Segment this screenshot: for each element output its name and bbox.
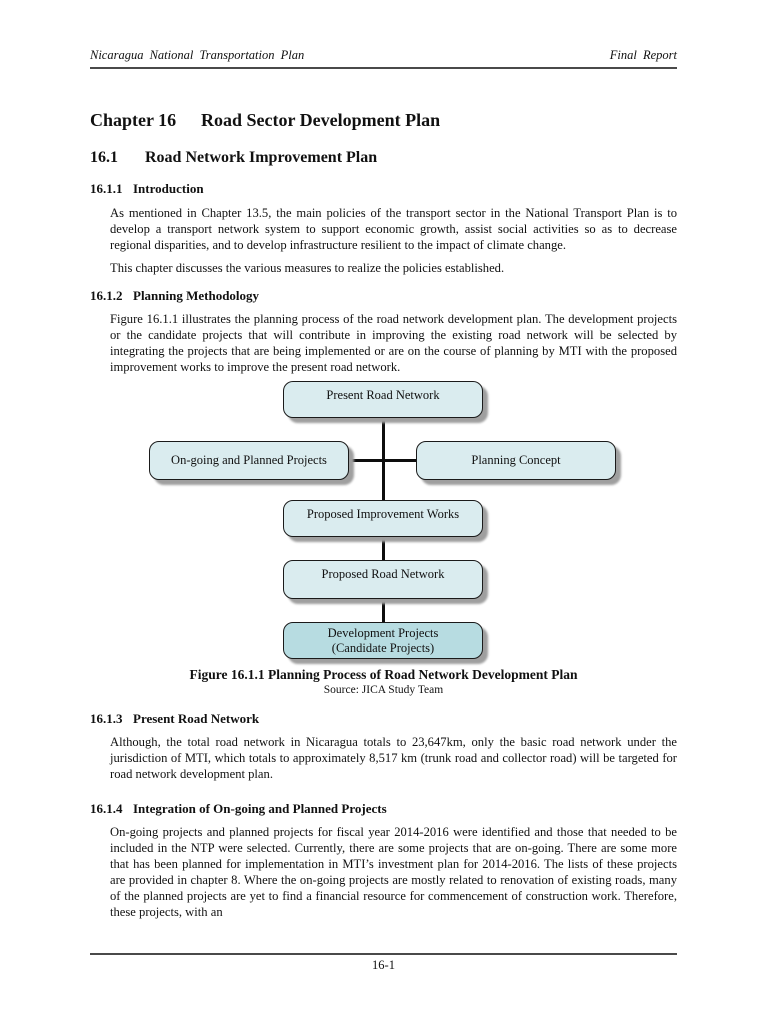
running-header: Nicaragua National Transportation Plan F… bbox=[90, 48, 677, 69]
subsection-title: Present Road Network bbox=[133, 711, 260, 726]
flowchart-node-planning-concept: Planning Concept bbox=[416, 441, 616, 480]
planning-process-flowchart: Present Road Network On-going and Planne… bbox=[90, 379, 677, 660]
subsection-title: Planning Methodology bbox=[133, 288, 260, 303]
connector-line-horizontal bbox=[349, 458, 416, 462]
page-number: 16-1 bbox=[372, 958, 395, 972]
flowchart-node-proposed-improvement-works: Proposed Improvement Works bbox=[283, 500, 483, 537]
header-report-label: Final Report bbox=[609, 48, 677, 62]
flowchart-node-ongoing-planned-projects: On-going and Planned Projects bbox=[149, 441, 349, 480]
node-label: (Candidate Projects) bbox=[331, 640, 435, 655]
node-label: Development Projects bbox=[327, 625, 439, 640]
subsection-number: 16.1.2 bbox=[90, 288, 123, 303]
flowchart-node-proposed-road-network: Proposed Road Network bbox=[283, 560, 483, 599]
connector-line-vertical bbox=[381, 598, 385, 623]
figure-caption: Figure 16.1.1 Planning Process of Road N… bbox=[189, 667, 578, 682]
paragraph: As mentioned in Chapter 13.5, the main p… bbox=[110, 206, 677, 252]
figure-source: Source: JICA Study Team bbox=[323, 684, 444, 696]
subsection-title: Introduction bbox=[133, 181, 204, 196]
node-label: On-going and Planned Projects bbox=[171, 453, 327, 467]
flowchart-node-present-road-network: Present Road Network bbox=[283, 381, 483, 418]
node-label: Proposed Improvement Works bbox=[306, 507, 460, 521]
subsection-number: 16.1.1 bbox=[90, 181, 123, 196]
header-document-title: Nicaragua National Transportation Plan bbox=[90, 48, 305, 62]
flowchart-node-development-projects: Development Projects (Candidate Projects… bbox=[283, 622, 483, 659]
node-label: Present Road Network bbox=[326, 388, 440, 402]
section-number: 16.1 bbox=[90, 149, 118, 166]
paragraph: This chapter discusses the various measu… bbox=[110, 261, 505, 275]
subsection-heading-introduction: 16.1.1 Introduction bbox=[90, 181, 677, 197]
section-title: Road Network Improvement Plan bbox=[145, 149, 378, 166]
subsection-number: 16.1.4 bbox=[90, 801, 123, 816]
subsection-number: 16.1.3 bbox=[90, 711, 123, 726]
paragraph: Although, the total road network in Nica… bbox=[110, 735, 677, 781]
node-label: Proposed Road Network bbox=[321, 567, 445, 581]
subsection-heading-present-road-network: 16.1.3 Present Road Network bbox=[90, 711, 677, 727]
subsection-heading-integration-projects: 16.1.4 Integration of On-going and Plann… bbox=[90, 801, 677, 817]
subsection-heading-planning-methodology: 16.1.2 Planning Methodology bbox=[90, 288, 677, 304]
chapter-heading: Chapter 16 Road Sector Development Plan bbox=[90, 109, 677, 131]
paragraph: Figure 16.1.1 illustrates the planning p… bbox=[110, 312, 677, 374]
subsection-title: Integration of On-going and Planned Proj… bbox=[133, 801, 387, 816]
running-footer: 16-1 bbox=[90, 953, 677, 973]
connector-line-vertical bbox=[381, 536, 385, 561]
section-heading: 16.1 Road Network Improvement Plan bbox=[90, 148, 677, 168]
paragraph: On-going projects and planned projects f… bbox=[110, 825, 677, 919]
chapter-title: Road Sector Development Plan bbox=[201, 110, 441, 130]
node-label: Planning Concept bbox=[471, 453, 561, 467]
chapter-number: Chapter 16 bbox=[90, 110, 177, 130]
